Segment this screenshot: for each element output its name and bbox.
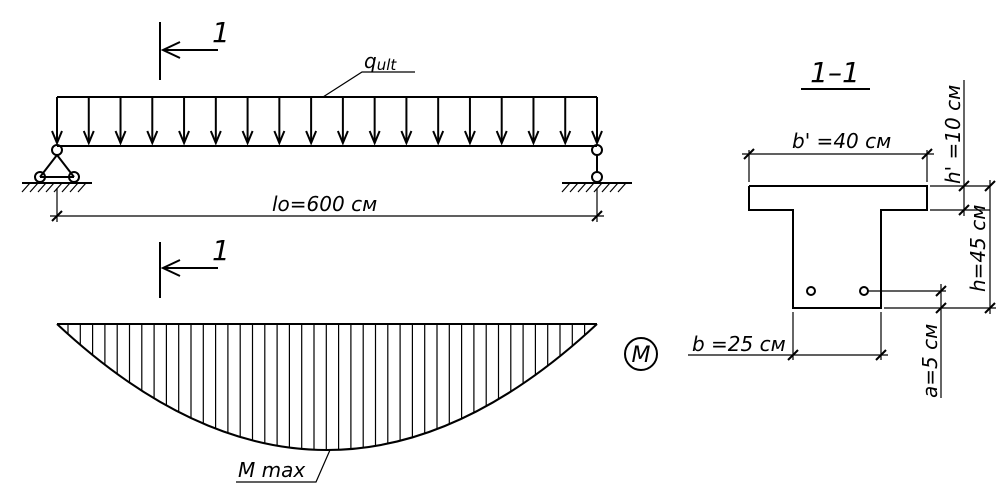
hatch-line (585, 182, 595, 193)
section-cut-label-bottom: 1 (212, 234, 230, 267)
right-roller-support (561, 144, 632, 193)
flange-width-label: b' =40 см (792, 129, 891, 153)
load-arrow-head (368, 130, 381, 146)
section-cut-label-top: 1 (212, 16, 230, 49)
left-pin-support (21, 144, 92, 193)
load-arrow-head (495, 130, 508, 146)
load-arrow-head (209, 130, 222, 146)
rebar-left (806, 286, 816, 296)
span-label: lo=600 см (272, 192, 377, 216)
load-arrow-head (400, 130, 413, 146)
hatch-line (593, 182, 603, 193)
moment-max-label: M max (238, 458, 305, 482)
load-arrow-head (273, 130, 286, 146)
hatch-line (53, 182, 63, 193)
ground-hatch-left (21, 182, 87, 193)
section-title-label: 1–1 (810, 56, 860, 89)
hatch-line (577, 182, 587, 193)
hatch-line (617, 182, 627, 193)
hatch-line (569, 182, 579, 193)
moment-symbol-label: M (632, 343, 651, 368)
load-arrows (51, 97, 603, 146)
section-cut-mark-bottom: 1 (159, 234, 230, 298)
total-height-dimension: h=45 см (884, 180, 996, 314)
total-height-label: h=45 см (966, 205, 990, 292)
ground-hatch-right (561, 182, 627, 193)
flange-height-label: h' =10 см (941, 85, 965, 184)
load-arrow-head (464, 130, 476, 146)
hatch-line (609, 182, 619, 193)
hatch-line (69, 182, 79, 193)
load-arrow-head (305, 130, 318, 146)
rebar-right (859, 286, 869, 296)
load-arrow-head (82, 130, 95, 146)
hatch-line (601, 182, 611, 193)
flange-height-dimension: h' =10 см (930, 80, 990, 216)
hatch-line (29, 182, 39, 193)
moment-symbol: M (624, 337, 658, 371)
hatch-line (61, 182, 71, 193)
web-width-dimension: b =25 см (688, 312, 888, 361)
reinforcement-bars (806, 286, 869, 296)
hatch-line (561, 182, 571, 193)
load-arrow-head (559, 130, 572, 146)
load-arrow-head (51, 130, 63, 146)
web-width-label: b =25 см (692, 332, 786, 356)
hatch-line (45, 182, 55, 193)
cover-dimension: a=5 см (868, 284, 947, 398)
hatch-line (77, 182, 87, 193)
moment-diagram-hatching (67, 324, 586, 450)
load-arrow-head (432, 130, 445, 146)
section-cut-mark-top: 1 (159, 16, 230, 80)
cover-label: a=5 см (918, 324, 942, 398)
load-arrow-head (241, 130, 254, 146)
load-arrow-head (591, 130, 603, 146)
t-section-outline (748, 185, 928, 309)
load-label: qult (364, 49, 397, 74)
span-dimension: lo=600 см (50, 188, 604, 222)
load-arrow-head (114, 130, 127, 146)
load-arrow-head (336, 130, 349, 146)
load-arrow-head (146, 130, 159, 146)
load-arrow-head (527, 130, 540, 146)
distributed-load: qult (51, 49, 603, 146)
hatch-line (21, 182, 31, 193)
load-arrow-head (178, 130, 190, 146)
moment-diagram: M max (56, 323, 598, 483)
section-title: 1–1 (801, 56, 870, 90)
flange-width-dimension: b' =40 см (742, 129, 934, 182)
hatch-line (37, 182, 47, 193)
